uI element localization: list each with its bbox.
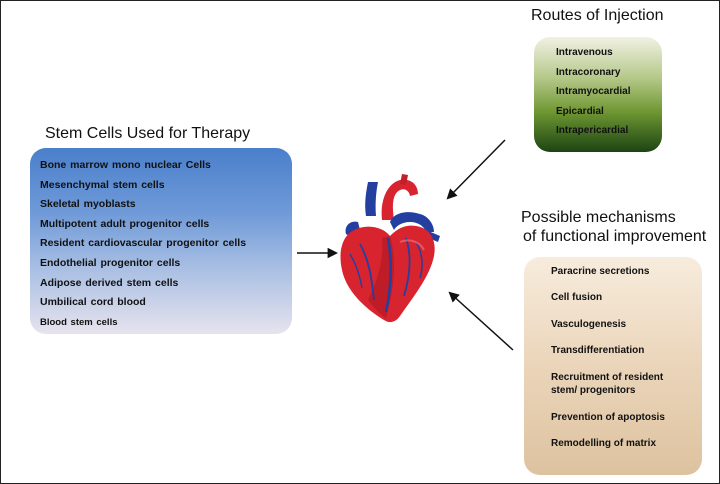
route-item: Intramyocardial	[556, 86, 631, 98]
mechanisms-title-line2: of functional improvement	[523, 228, 707, 245]
stem-cell-item: Blood stem cells	[40, 316, 118, 328]
heart-illustration	[340, 174, 440, 323]
mechanism-item: Cell fusion	[551, 292, 603, 304]
coronary-vessel	[403, 237, 411, 297]
mechanism-item: Paracrine secretions	[551, 266, 650, 277]
stem-cell-item: Mesenchymal stem cells	[40, 178, 165, 191]
mechanism-item: Recruitment of resident stem/ progenitor…	[551, 371, 664, 396]
mechanisms-box: Paracrine secretions Cell fusion Vasculo…	[524, 257, 702, 475]
stem-cell-item: Umbilical cord blood	[40, 296, 146, 309]
mechanism-item: Vasculogenesis	[551, 318, 627, 330]
route-item: Intrapericardial	[556, 125, 629, 137]
routes-box: Intravenous Intracoronary Intramyocardia…	[534, 37, 662, 152]
coronary-vessel	[349, 253, 363, 289]
mechanisms-title: Possible mechanisms of functional improv…	[521, 208, 706, 246]
aortic-branch	[400, 174, 408, 185]
mechanism-item: Transdifferentiation	[551, 345, 645, 357]
route-item: Intracoronary	[556, 66, 621, 78]
mechanism-item: Remodelling of matrix	[551, 437, 657, 449]
pulmonary-artery	[390, 212, 434, 232]
coronary-vessel	[415, 241, 423, 279]
routes-title: Routes of Injection	[531, 7, 664, 24]
coronary-vessel	[359, 243, 375, 301]
route-item: Epicardial	[556, 105, 604, 117]
stem-cell-item: Bone marrow mono nuclear Cells	[40, 159, 211, 171]
stem-cell-item: Adipose derived stem cells	[40, 276, 179, 289]
mechanisms-title-line1: Possible mechanisms	[521, 209, 676, 226]
mechanism-item: Prevention of apoptosis	[551, 411, 665, 423]
stem-cells-title: Stem Cells Used for Therapy	[45, 125, 251, 142]
stem-cell-item: Resident cardiovascular progenitor cells	[40, 237, 247, 250]
stem-cell-item: Skeletal myoblasts	[40, 198, 136, 211]
stem-cell-item: Multipotent adult progenitor cells	[40, 217, 210, 230]
vena-cava	[365, 182, 378, 216]
heart-highlight	[399, 239, 425, 251]
coronary-vessel	[384, 237, 393, 313]
aorta	[381, 179, 418, 220]
stem-cells-box: Bone marrow mono nuclear Cells Mesenchym…	[30, 148, 292, 334]
stem-cell-item: Endothelial progenitor cells	[40, 256, 181, 269]
route-item: Intravenous	[556, 47, 613, 58]
